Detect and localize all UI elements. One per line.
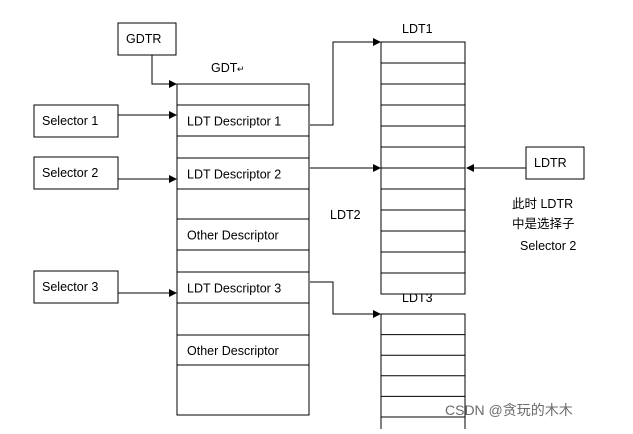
gdtr-arrow	[151, 55, 177, 88]
ldtr-box: LDTR	[525, 146, 585, 180]
gdt-row-label: Other Descriptor	[187, 344, 279, 358]
gdt-title: GDT	[211, 61, 238, 75]
ldt2-title: LDT2	[330, 208, 361, 222]
ldt1-table	[380, 41, 466, 169]
gdt-row-label: Other Descriptor	[187, 229, 279, 243]
gdtr-box: GDTR	[117, 22, 177, 56]
note-line-3: Selector 2	[520, 239, 576, 253]
ldt3-pointer-arrow	[310, 281, 381, 318]
note-line-2: 中是选择子	[512, 216, 575, 231]
gdt-table: LDT Descriptor 1 LDT Descriptor 2 Other De…	[176, 83, 310, 416]
ldt3-table	[380, 313, 466, 434]
selector-3-box: Selector 3	[33, 270, 119, 304]
gdt-row-label: LDT Descriptor 1	[187, 115, 281, 129]
selector-1-label: Selector 1	[42, 114, 98, 128]
gdt-title-mark: ↵	[237, 64, 245, 74]
ldt1-title: LDT1	[402, 22, 433, 36]
ldt2-table	[380, 167, 466, 295]
selector-3-label: Selector 3	[42, 280, 98, 294]
ldt1-pointer-arrow	[310, 38, 381, 126]
watermark: CSDN @贪玩的木木	[445, 402, 573, 418]
selector-2-box: Selector 2	[33, 156, 119, 190]
gdtr-label: GDTR	[126, 32, 161, 46]
note-line-1: 此时 LDTR	[512, 197, 573, 211]
ldtr-label: LDTR	[534, 156, 567, 170]
selector-1-box: Selector 1	[33, 104, 119, 138]
gdt-row-label: LDT Descriptor 3	[187, 282, 281, 296]
selector-2-label: Selector 2	[42, 166, 98, 180]
gdt-row-label: LDT Descriptor 2	[187, 168, 281, 182]
ldt3-outline	[380, 313, 466, 434]
